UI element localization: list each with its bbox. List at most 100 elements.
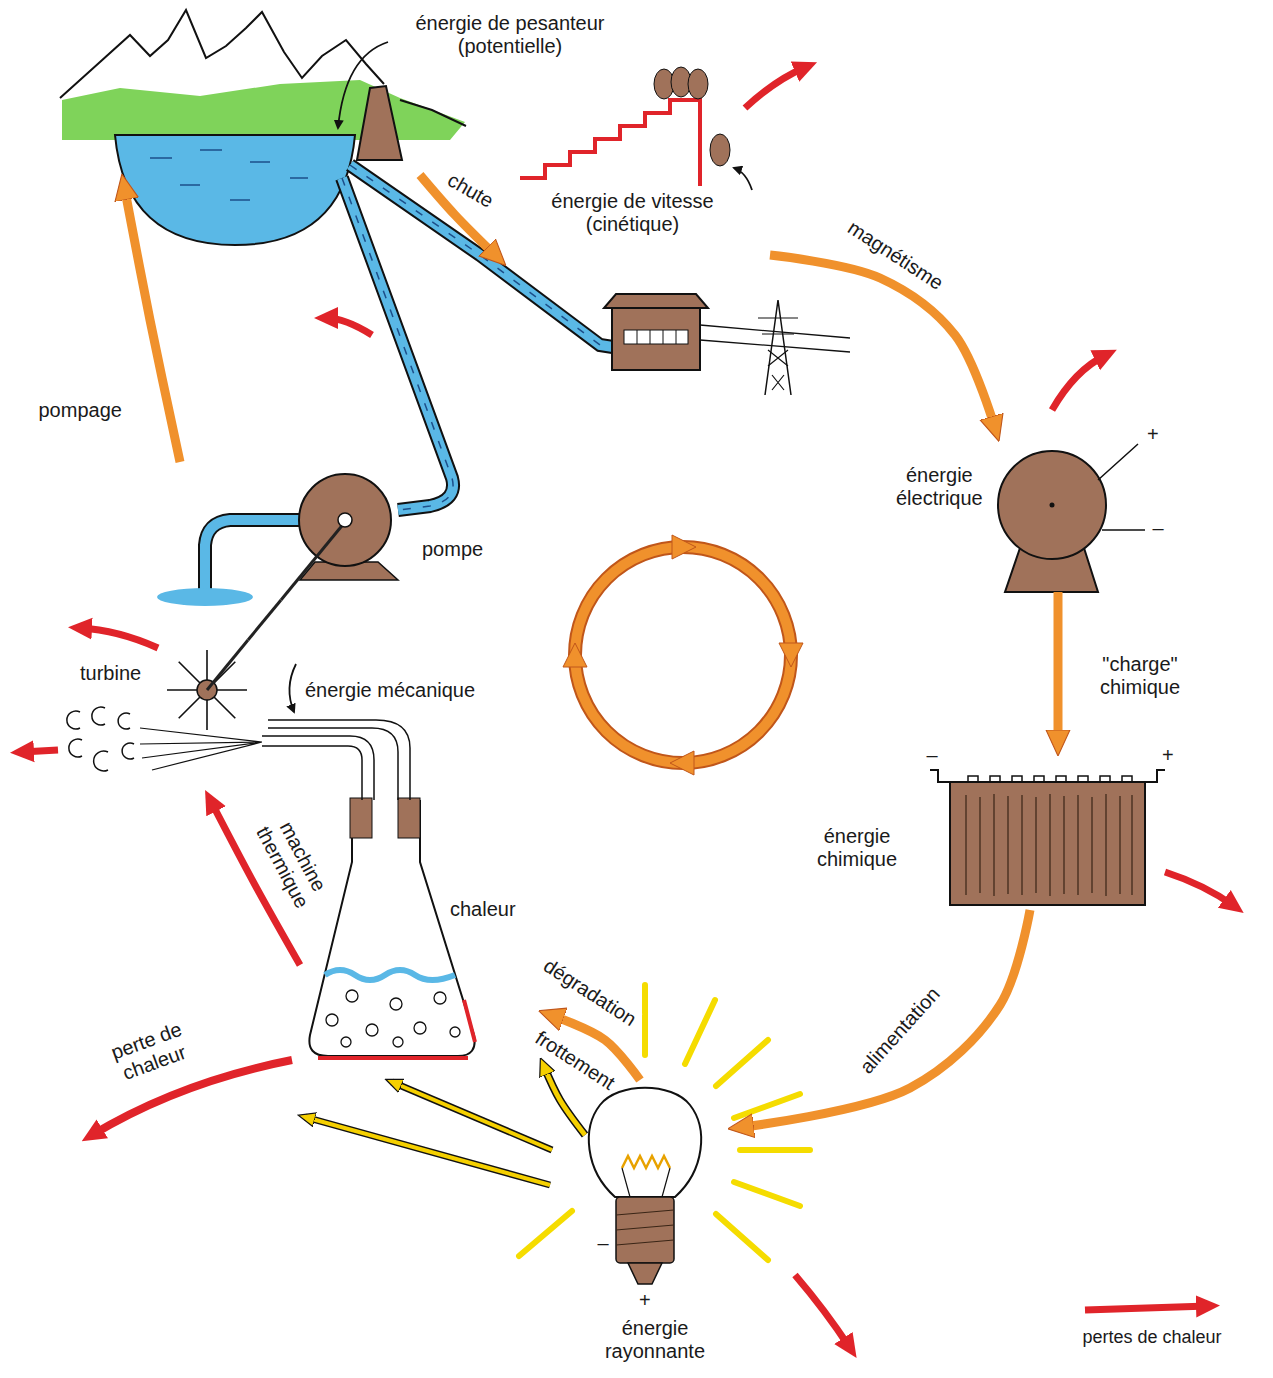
node-label: énergie de vitesse (cinétique)	[515, 190, 750, 236]
light-arrows	[305, 1082, 552, 1185]
power-station	[604, 294, 850, 370]
arrow-label: pompage	[36, 399, 125, 422]
staircase	[710, 134, 730, 166]
light-bulb	[589, 1088, 701, 1197]
water-pool	[157, 588, 253, 606]
cycle-ring	[563, 535, 803, 775]
water-pool	[157, 588, 253, 606]
flask	[398, 798, 420, 838]
light-bulb	[589, 1088, 701, 1284]
battery: énergie chimique	[805, 755, 1150, 910]
cycle-ring	[672, 535, 696, 559]
steam-jets	[140, 728, 262, 770]
heat-loss-arrow	[1052, 355, 1106, 410]
dam	[357, 86, 402, 160]
annotation: énergie mécanique	[302, 679, 478, 702]
energy-arrow	[211, 801, 300, 965]
flask	[326, 1014, 338, 1026]
legend-arrow	[1085, 1306, 1208, 1310]
pylon	[758, 318, 798, 390]
heat-loss-arrow	[80, 628, 158, 648]
energy-arrow	[1054, 592, 1063, 743]
turbine-wheel	[207, 640, 248, 690]
light-bulb: énergie rayonnante	[585, 1080, 729, 1372]
pylon	[758, 300, 798, 395]
flask	[346, 990, 358, 1002]
staircase	[520, 100, 700, 186]
energy-arrow	[124, 187, 180, 462]
energy-arrow	[551, 1015, 640, 1080]
flask	[309, 800, 474, 1056]
drive-belt	[248, 600, 281, 640]
battery	[950, 782, 1145, 905]
node-label: énergie rayonnante	[585, 1317, 725, 1363]
generator: énergie électrique	[888, 440, 1125, 592]
arrow-label: machine thermique	[249, 809, 334, 914]
pump-pipe	[342, 178, 453, 510]
pump	[281, 474, 398, 600]
flask	[390, 998, 402, 1010]
light-arrows	[392, 1082, 552, 1150]
cycle-ring	[575, 547, 791, 763]
flask	[434, 992, 446, 1004]
lake	[115, 135, 355, 245]
arrow-label: dégradation	[537, 952, 643, 1032]
power-station: énergie de vitesse (cinétique)	[505, 188, 770, 378]
power-station	[637, 330, 676, 344]
polarity-sign: +	[1159, 744, 1177, 767]
node-label: énergie chimique	[817, 825, 897, 871]
legend-arrow	[1085, 1306, 1208, 1310]
annotation: perte de chaleur	[95, 1013, 206, 1091]
polarity-sign: –	[924, 744, 941, 767]
flask	[262, 720, 475, 1058]
generator	[998, 444, 1145, 592]
heat-loss-arrow	[22, 750, 58, 752]
mechanical-arrow	[289, 664, 296, 712]
node-label: pompe	[422, 538, 483, 561]
light-bulb	[628, 1263, 662, 1284]
heat-loss-arrow	[745, 67, 806, 108]
power-station	[612, 308, 700, 370]
flask	[450, 1027, 460, 1037]
energy-arrow	[770, 255, 995, 429]
pump	[299, 474, 391, 566]
flask	[326, 990, 460, 1047]
power-station	[624, 330, 688, 344]
dam	[357, 86, 402, 160]
flask	[341, 1037, 351, 1047]
leader-arrow	[338, 42, 388, 128]
pump	[338, 513, 352, 527]
arrow-label: frottement	[528, 1024, 621, 1096]
power-station	[604, 294, 708, 308]
pump-pipe	[205, 520, 300, 592]
polarity-sign: –	[1150, 517, 1167, 540]
pump: pompe	[160, 462, 505, 600]
generator	[1050, 503, 1055, 508]
staircase	[520, 67, 752, 190]
cycle-ring	[563, 643, 587, 667]
battery	[966, 794, 1132, 896]
cycle-ring	[575, 547, 791, 763]
connector-outline	[544, 1066, 585, 1135]
node-label: chaleur	[450, 898, 516, 921]
flask: chaleur	[300, 785, 540, 1060]
polarity-sign: +	[1144, 423, 1162, 446]
legend-text: pertes de chaleur	[1080, 1327, 1225, 1348]
arrow-label: magnétisme	[841, 214, 950, 296]
node-label: énergie de pesanteur (potentielle)	[395, 12, 625, 58]
flask	[268, 720, 410, 800]
heat-loss-arrow	[22, 67, 1234, 1348]
heat-loss-arrow	[92, 1060, 292, 1135]
leader-arrow	[338, 42, 388, 128]
turbine-wheel	[167, 640, 248, 730]
power-station	[700, 325, 850, 352]
battery	[930, 770, 1165, 905]
light-bulb	[616, 1197, 674, 1263]
arrow-label: chute	[440, 166, 499, 213]
flask	[350, 798, 372, 838]
mountains	[62, 80, 465, 140]
